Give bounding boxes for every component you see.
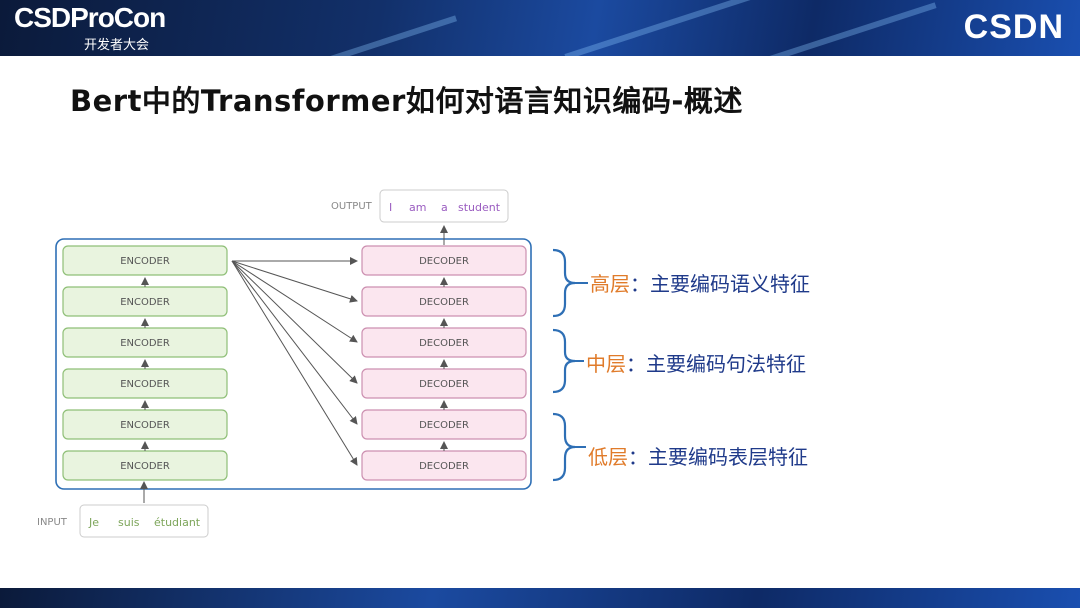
input-token: étudiant xyxy=(154,516,201,529)
encoder-label: ENCODER xyxy=(120,338,170,349)
encoder-label: ENCODER xyxy=(120,256,170,267)
csdn-logo: CSDN xyxy=(963,8,1064,46)
annotation-high-layer: 高层：主要编码语义特征 xyxy=(590,268,810,297)
decoder-label: DECODER xyxy=(419,256,469,267)
decoder-stack: DECODER DECODER DECODER DECODER DECODER … xyxy=(361,245,527,481)
input-label: INPUT xyxy=(37,517,68,528)
input-box xyxy=(79,504,209,538)
input-token: suis xyxy=(118,516,140,529)
top-banner: CSDProCon 开发者大会 CSDN xyxy=(0,0,1080,56)
annotation-description: 主要编码语义特征 xyxy=(650,272,810,296)
cross-attention-arrow xyxy=(231,260,358,303)
decoder-label: DECODER xyxy=(419,379,469,390)
cross-attention-arrow xyxy=(231,260,358,384)
cross-attention-arrow xyxy=(231,260,358,466)
output-box xyxy=(379,189,509,223)
output-token: a xyxy=(441,201,448,214)
annotation-low-layer: 低层：主要编码表层特征 xyxy=(588,441,808,470)
encoder-label: ENCODER xyxy=(120,297,170,308)
annotation-description: 主要编码表层特征 xyxy=(648,445,808,469)
output-token: student xyxy=(458,201,501,214)
brace-high-layer xyxy=(552,248,576,318)
encoder-stack: ENCODER ENCODER ENCODER ENCODER ENCODER … xyxy=(62,245,228,481)
annotation-level: 低层 xyxy=(588,445,628,469)
decoder-label: DECODER xyxy=(419,461,469,472)
annotation-middle-layer: 中层：主要编码句法特征 xyxy=(586,348,806,377)
encoder-block xyxy=(62,245,228,276)
output-token: am xyxy=(409,201,426,214)
annotation-separator: ： xyxy=(628,445,648,469)
decoder-block xyxy=(361,245,527,276)
cross-attention-arrow xyxy=(231,260,358,425)
encoder-decoder-container xyxy=(55,238,532,490)
annotation-description: 主要编码句法特征 xyxy=(646,352,806,376)
decoder-label: DECODER xyxy=(419,297,469,308)
encoder-label: ENCODER xyxy=(120,461,170,472)
output-label: OUTPUT xyxy=(331,201,373,212)
brace-middle-layer xyxy=(552,328,576,394)
encoder-decoder-attention-arrows xyxy=(231,257,358,466)
annotation-level: 高层 xyxy=(590,272,630,296)
bottom-banner xyxy=(0,588,1080,608)
conference-logo: CSDProCon xyxy=(14,2,166,33)
annotation-level: 中层 xyxy=(586,352,626,376)
layer-braces xyxy=(552,248,588,482)
conference-logo-subtitle: 开发者大会 xyxy=(84,38,150,53)
input-token: Je xyxy=(88,516,99,529)
decoder-label: DECODER xyxy=(419,338,469,349)
encoder-label: ENCODER xyxy=(120,379,170,390)
slide-title: Bert中的Transformer如何对语言知识编码-概述 xyxy=(70,84,743,118)
output-token: I xyxy=(389,201,392,214)
cross-attention-arrow xyxy=(231,260,358,343)
brace-low-layer xyxy=(552,412,576,482)
annotation-separator: ： xyxy=(630,272,650,296)
annotation-separator: ： xyxy=(626,352,646,376)
decoder-label: DECODER xyxy=(419,420,469,431)
encoder-label: ENCODER xyxy=(120,420,170,431)
